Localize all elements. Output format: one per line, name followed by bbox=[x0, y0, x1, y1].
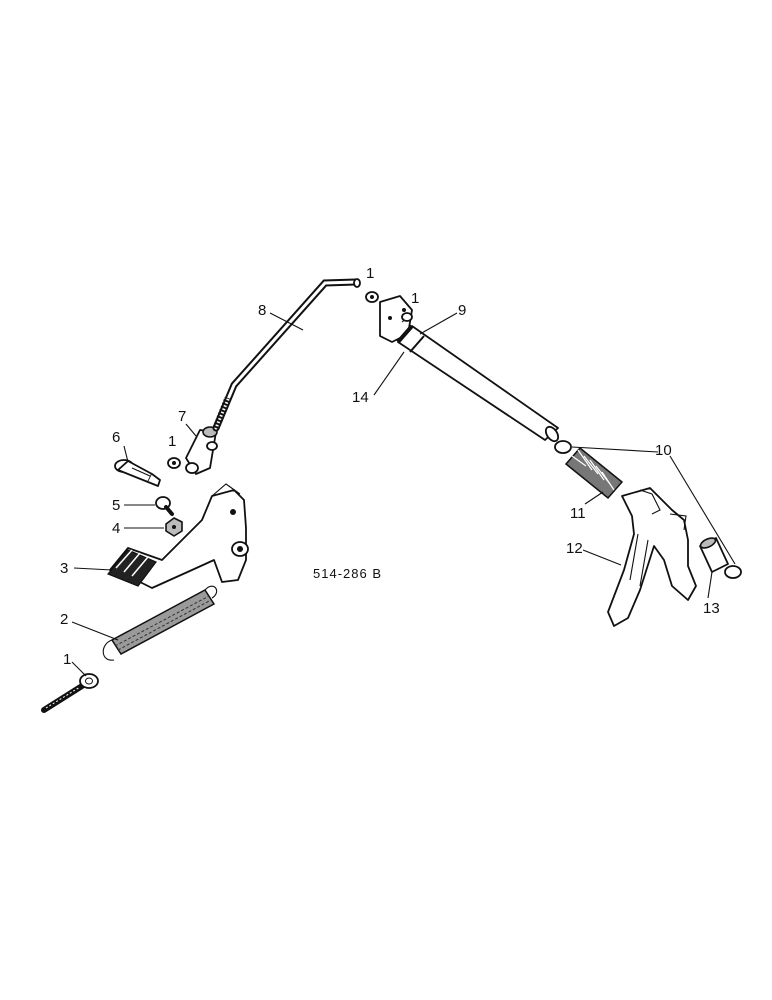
part-o-ring-b bbox=[724, 565, 742, 579]
callout-labels: 1 1 1 1 2 3 4 5 6 7 8 9 10 11 12 13 14 bbox=[60, 265, 720, 668]
callout-6: 6 bbox=[112, 429, 120, 446]
callout-9: 9 bbox=[458, 302, 466, 319]
callout-8: 8 bbox=[258, 302, 266, 319]
callout-2: 2 bbox=[60, 611, 68, 628]
part-pin bbox=[114, 459, 161, 487]
callout-1-washer-a: 1 bbox=[168, 433, 176, 450]
part-clevis bbox=[185, 426, 218, 475]
part-eye-bolt bbox=[41, 673, 99, 713]
callout-14: 14 bbox=[352, 389, 369, 406]
callout-7: 7 bbox=[178, 408, 186, 425]
part-shift-fork bbox=[607, 487, 697, 627]
part-compression-spring bbox=[564, 446, 624, 500]
callout-4: 4 bbox=[112, 520, 120, 537]
drawing-code: 514-286 B bbox=[313, 566, 382, 581]
part-tension-spring bbox=[102, 585, 218, 661]
part-shift-shaft bbox=[379, 295, 560, 443]
part-nut bbox=[165, 517, 183, 537]
callout-5: 5 bbox=[112, 497, 120, 514]
callout-3: 3 bbox=[60, 560, 68, 577]
callout-13: 13 bbox=[703, 600, 720, 617]
callout-11: 11 bbox=[570, 505, 586, 522]
part-bushing bbox=[699, 537, 729, 573]
part-control-rod bbox=[212, 278, 361, 432]
part-bolt bbox=[155, 496, 174, 516]
callout-1-washer-b: 1 bbox=[366, 265, 374, 282]
part-washer-c bbox=[401, 312, 413, 322]
part-pedal-lever bbox=[107, 483, 249, 589]
callout-10: 10 bbox=[655, 442, 672, 459]
leader-lines bbox=[71, 312, 736, 677]
callout-12: 12 bbox=[566, 540, 583, 557]
callout-1: 1 bbox=[63, 651, 71, 668]
part-o-ring-a bbox=[554, 440, 572, 454]
callout-1-washer-c: 1 bbox=[411, 290, 419, 307]
